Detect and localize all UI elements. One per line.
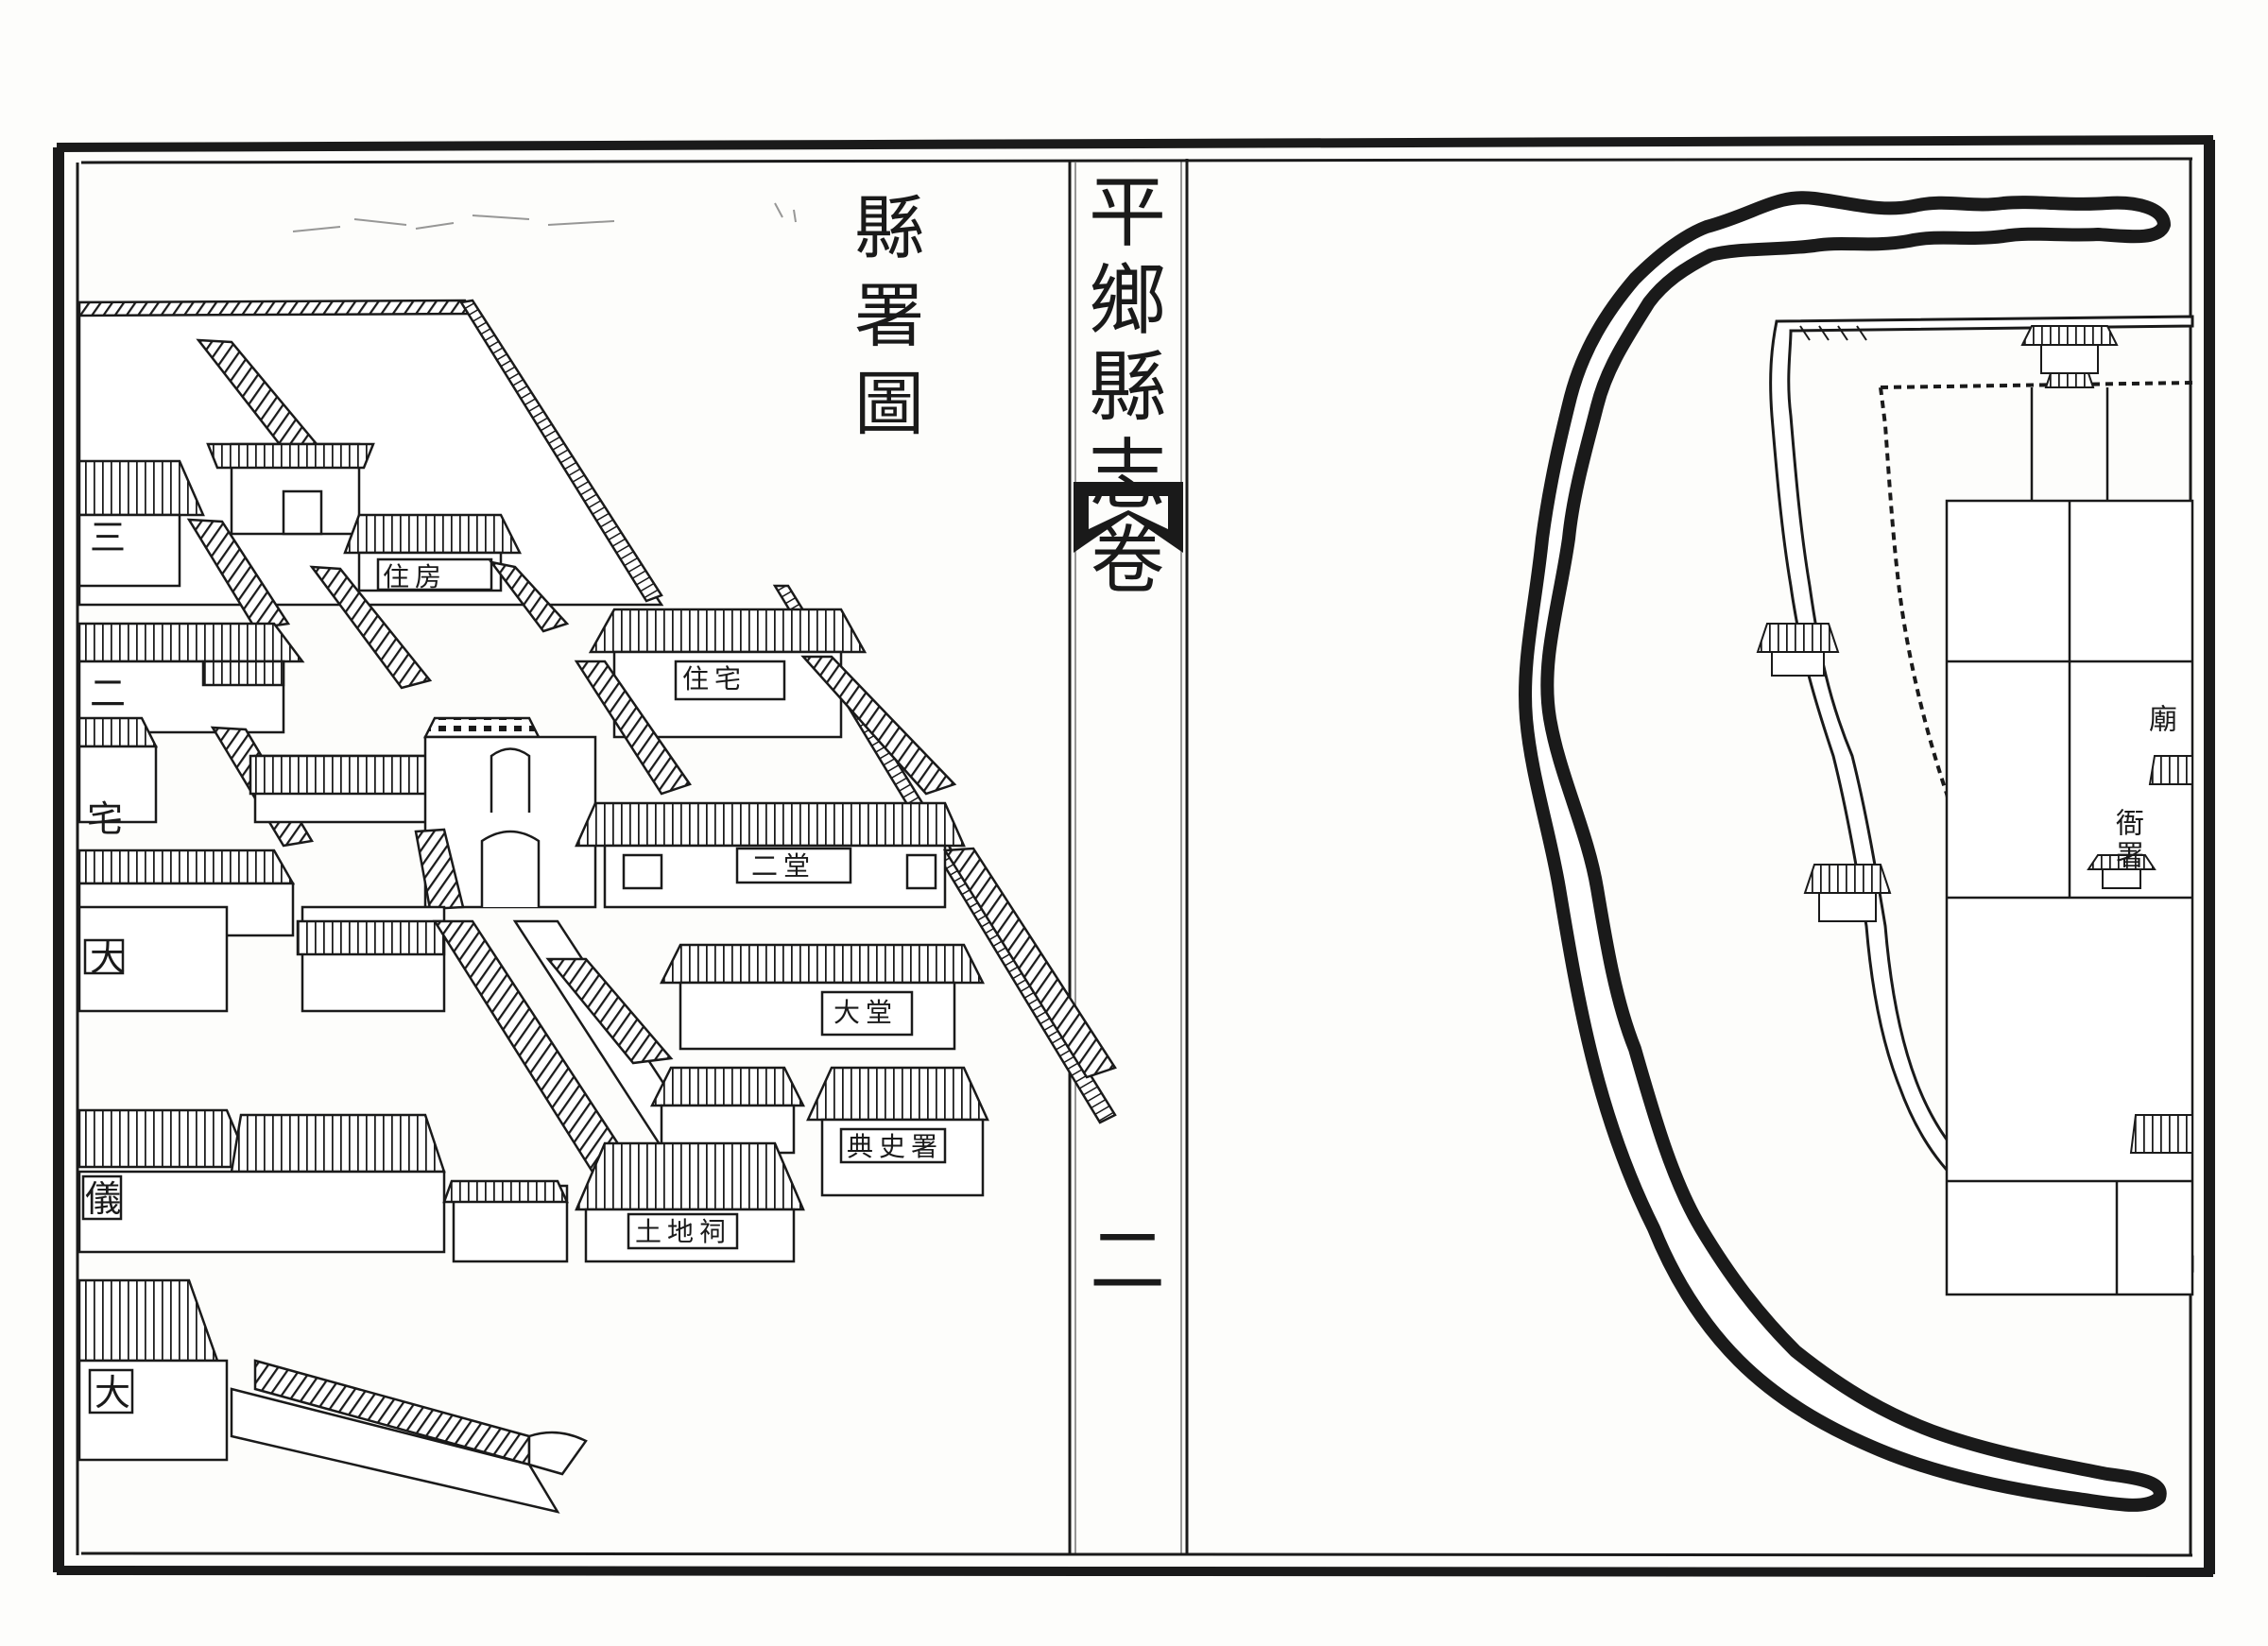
map-title-char-2: 署 (854, 276, 924, 357)
label-zhai: 宅 (87, 798, 124, 840)
faint-top-marks (292, 202, 797, 232)
county-yamen-compound (77, 299, 1117, 1514)
label-miao: 廟 (2143, 704, 2176, 736)
label-erdang: 二堂 (751, 850, 816, 882)
label-tudici: 土地祠 (635, 1216, 732, 1247)
book-title: 平 鄉 縣 志 (1075, 175, 1179, 515)
page-number: 二 (1090, 1217, 1165, 1305)
volume-marker: 卷 (1090, 519, 1164, 604)
page-frame (53, 135, 2215, 1577)
label-yamen: 衙署 (2110, 808, 2143, 872)
map-title: 縣 署 圖 (837, 194, 941, 439)
label-da-gate: 大 (94, 1372, 131, 1414)
east-gate-tower (1756, 623, 2193, 1154)
book-title-char-2: 鄉 (1088, 255, 1166, 346)
city-wall-plan (1519, 191, 2194, 1512)
book-title-char-3: 縣 (1088, 343, 1166, 434)
map-title-char-3: 圖 (854, 364, 924, 445)
label-dadang: 大堂 (833, 997, 899, 1028)
yamen-building (2087, 755, 2193, 889)
book-title-char-4: 志 (1088, 430, 1166, 521)
label-zhufang: 住房 (383, 561, 448, 592)
label-yi: 儀 (85, 1178, 122, 1220)
book-title-char-1: 平 (1088, 168, 1166, 258)
north-gate-tower (2020, 325, 2119, 388)
label-zhuzhai: 住宅 (682, 663, 747, 694)
label-da: 大 (90, 937, 127, 979)
label-er: 二 (90, 673, 127, 714)
label-dianshishu: 典史署 (847, 1131, 944, 1162)
fishtail-mark (1074, 482, 1183, 553)
label-san: 三 (90, 517, 127, 558)
map-title-char-1: 縣 (854, 188, 924, 269)
